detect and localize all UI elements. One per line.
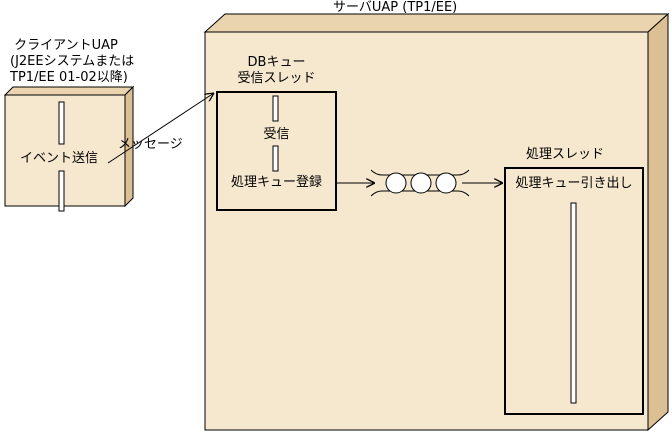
message-arrow <box>107 93 214 164</box>
db-thread-bar-top <box>272 95 279 122</box>
queue-item <box>435 172 457 194</box>
db-queue-thread-title-line1: DBキュー <box>247 55 306 70</box>
process-thread-title: 処理スレッド <box>526 147 605 162</box>
queue-symbol <box>370 169 470 197</box>
dequeue-label: 処理キュー引き出し <box>515 176 633 191</box>
queue-item <box>410 172 432 194</box>
register-queue-label: 処理キュー登録 <box>230 175 322 190</box>
process-thread-bar <box>570 202 577 404</box>
db-queue-thread-title-line2: 受信スレッド <box>237 71 316 86</box>
client-title-line1: クライアントUAP <box>14 38 118 53</box>
client-title-line2: (J2EEシステムまたは <box>10 54 135 69</box>
client-title-line3: TP1/EE 01-02以降) <box>10 70 128 85</box>
event-send-label: イベント送信 <box>20 151 99 166</box>
db-thread-bar-middle <box>272 145 279 172</box>
db-queue-thread-title: DBキュー 受信スレッド <box>217 55 336 87</box>
queue-item <box>385 172 407 194</box>
process-thread-box <box>504 167 644 415</box>
client-thread-bar-bottom <box>58 170 65 212</box>
client-thread-bar-top <box>58 101 65 145</box>
client-uap-box <box>3 85 135 212</box>
client-title: クライアントUAP (J2EEシステムまたは TP1/EE 01-02以降) <box>10 38 135 86</box>
message-label: メッセージ <box>118 137 183 152</box>
server-title: サーバUAP (TP1/EE) <box>333 0 458 15</box>
db-queue-thread-box <box>216 91 337 211</box>
receive-label: 受信 <box>263 127 290 142</box>
